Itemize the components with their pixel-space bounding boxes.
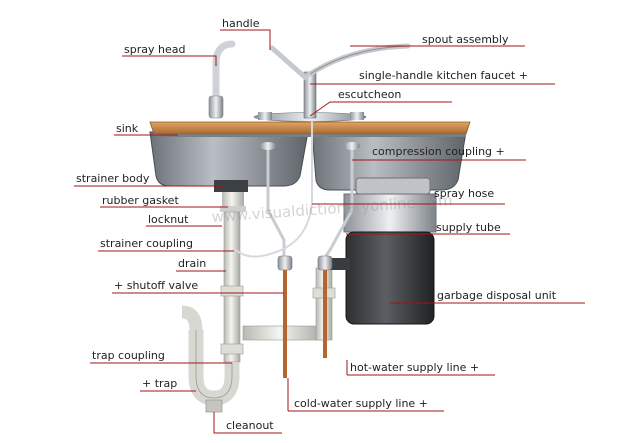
leader-hot-water — [346, 360, 495, 376]
label-handle: handle — [222, 17, 260, 30]
label-strainer-body: strainer body — [76, 172, 150, 185]
label-trap: + trap — [142, 377, 178, 390]
label-spout-assembly: spout assembly — [422, 33, 509, 46]
leader-escutcheon — [309, 101, 452, 117]
garbage-disposal — [330, 177, 437, 325]
leader-handle — [220, 29, 271, 50]
leader-cleanout — [213, 412, 282, 434]
label-escutcheon: escutcheon — [338, 88, 402, 101]
label-supply-tube: supply tube — [436, 221, 501, 234]
label-locknut: locknut — [148, 213, 189, 226]
label-spray-hose: spray hose — [434, 187, 495, 200]
faucet — [253, 43, 411, 122]
supply-lines — [235, 120, 360, 378]
label-hot-water-supply-line: hot-water supply line + — [350, 361, 480, 374]
label-rubber-gasket: rubber gasket — [102, 194, 179, 207]
label-trap-coupling: trap coupling — [92, 349, 165, 362]
label-compression-coupling: compression coupling + — [372, 145, 505, 158]
leader-lines — [74, 29, 585, 434]
label-drain: drain — [178, 257, 207, 270]
leader-spray-head — [122, 55, 217, 66]
label-garbage-disposal-unit: garbage disposal unit — [437, 289, 557, 302]
spray-head — [208, 40, 236, 119]
label-strainer-coupling: strainer coupling — [100, 237, 193, 250]
label-sink: sink — [116, 122, 139, 135]
label-shutoff-valve: + shutoff valve — [114, 279, 199, 292]
drain-and-trap — [181, 211, 336, 413]
label-cleanout: cleanout — [226, 419, 274, 432]
label-cold-water-supply-line: cold-water supply line + — [294, 397, 428, 410]
countertop — [149, 121, 471, 137]
label-single-handle-kitchen-faucet: single-handle kitchen faucet + — [359, 69, 528, 82]
label-spray-head: spray head — [124, 43, 186, 56]
leader-cold-water — [287, 378, 444, 412]
